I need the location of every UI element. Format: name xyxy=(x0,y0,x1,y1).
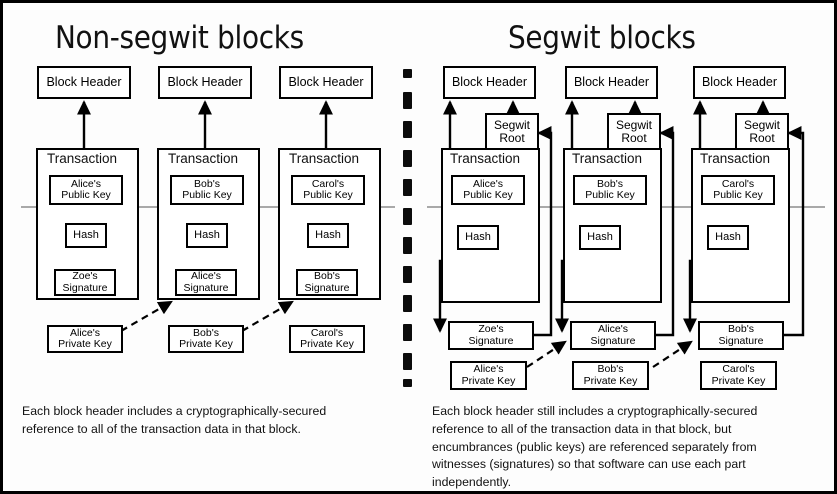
right-block-1-public-key: Alice's Public Key xyxy=(451,175,525,205)
signing-arrows-left xyxy=(120,300,294,332)
left-block-3-transaction-label: Transaction xyxy=(289,151,360,166)
right-block-2-public-key: Bob's Public Key xyxy=(573,175,647,205)
left-block-3-header: Block Header xyxy=(279,66,373,99)
left-block-1-hash: Hash xyxy=(65,223,107,248)
left-panel-title: Non-segwit blocks xyxy=(55,20,304,56)
right-block-2-hash: Hash xyxy=(579,225,621,250)
right-block-1-segwit-root: Segwit Root xyxy=(485,113,539,150)
left-block-3-private-key: Carol's Private Key xyxy=(289,325,365,353)
left-block-1-public-key: Alice's Public Key xyxy=(49,175,123,205)
left-block-2-signature: Alice's Signature xyxy=(175,269,237,296)
right-block-1-private-key: Alice's Private Key xyxy=(450,361,527,390)
left-block-1-private-key: Alice's Private Key xyxy=(47,325,123,353)
right-block-2-private-key: Bob's Private Key xyxy=(572,361,649,390)
right-block-2-signature: Alice's Signature xyxy=(570,321,656,350)
left-block-2-header: Block Header xyxy=(158,66,252,99)
left-block-3-hash: Hash xyxy=(307,223,349,248)
right-block-2-segwit-root: Segwit Root xyxy=(607,113,661,150)
left-block-1-signature: Zoe's Signature xyxy=(54,269,116,296)
right-block-1-signature: Zoe's Signature xyxy=(448,321,534,350)
right-block-3-signature: Bob's Signature xyxy=(698,321,784,350)
right-block-1-header: Block Header xyxy=(443,66,536,99)
left-block-2-transaction-label: Transaction xyxy=(168,151,239,166)
right-block-3-private-key: Carol's Private Key xyxy=(700,361,777,390)
left-block-1-header: Block Header xyxy=(37,66,131,99)
right-block-1-transaction-label: Transaction xyxy=(450,151,521,166)
left-block-2-private-key: Bob's Private Key xyxy=(168,325,244,353)
right-block-3-transaction-label: Transaction xyxy=(700,151,771,166)
signing-arrows-right xyxy=(526,340,693,368)
right-block-1-hash: Hash xyxy=(457,225,499,250)
left-block-3-signature: Bob's Signature xyxy=(296,269,358,296)
left-block-3-public-key: Carol's Public Key xyxy=(291,175,365,205)
right-panel-title: Segwit blocks xyxy=(508,20,696,56)
right-block-3-segwit-root: Segwit Root xyxy=(735,113,789,150)
left-block-1-transaction-label: Transaction xyxy=(47,151,118,166)
right-block-3-hash: Hash xyxy=(707,225,749,250)
left-block-2-hash: Hash xyxy=(186,223,228,248)
left-block-2-public-key: Bob's Public Key xyxy=(170,175,244,205)
left-panel-caption: Each block header includes a cryptograph… xyxy=(22,404,327,436)
right-block-2-transaction-label: Transaction xyxy=(572,151,643,166)
right-block-2-header: Block Header xyxy=(565,66,658,99)
right-panel-caption: Each block header still includes a crypt… xyxy=(432,404,758,490)
right-block-3-public-key: Carol's Public Key xyxy=(701,175,775,205)
right-block-3-header: Block Header xyxy=(693,66,786,99)
